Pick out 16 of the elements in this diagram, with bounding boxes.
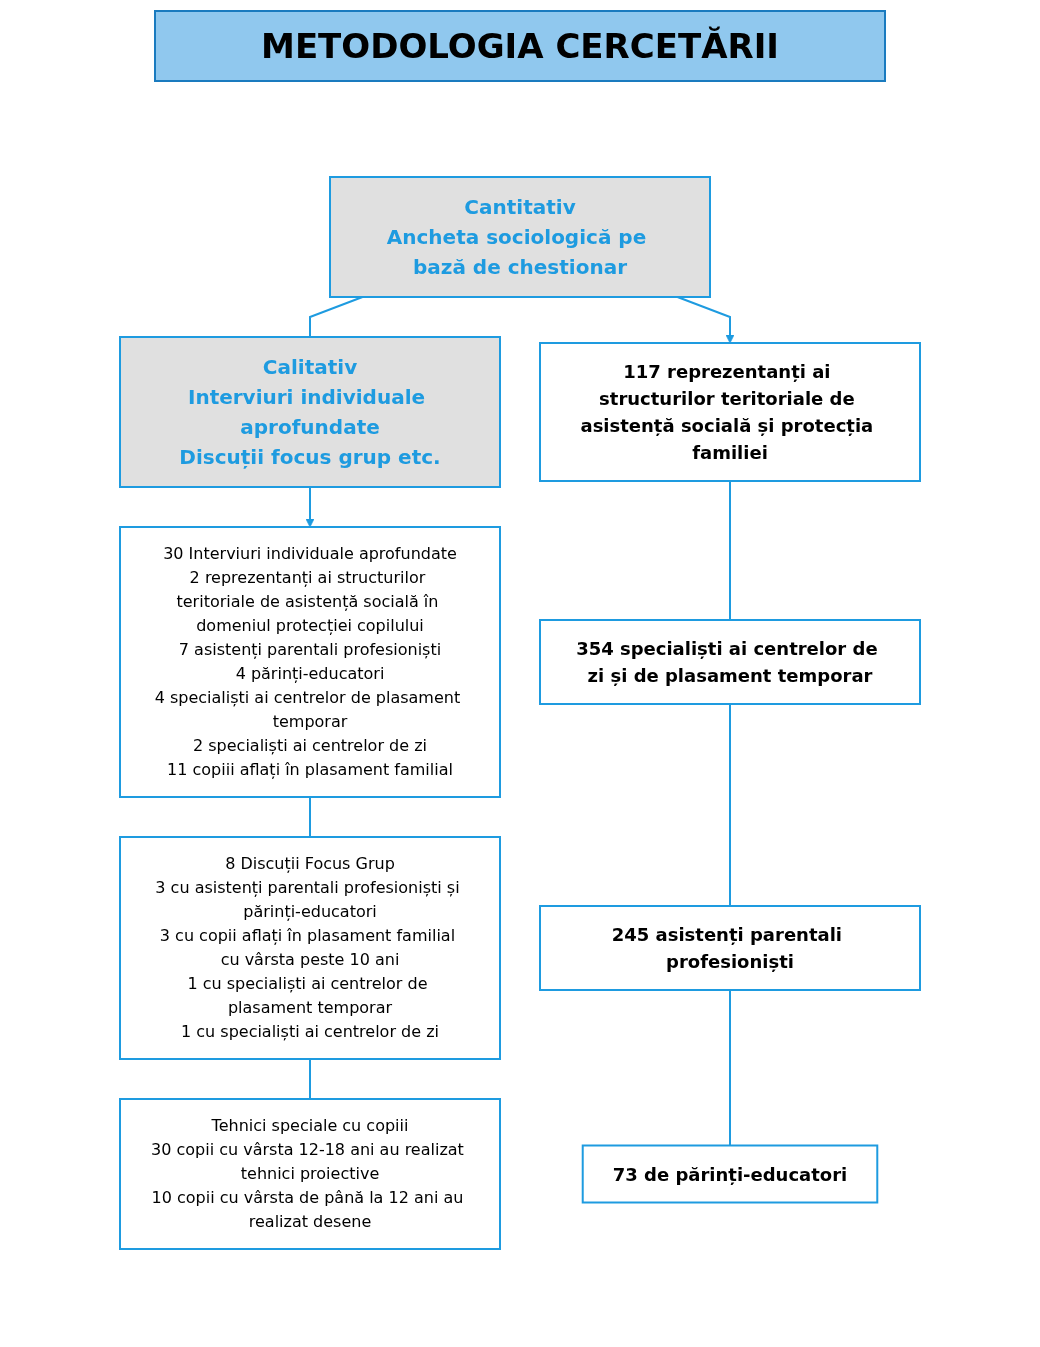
connector xyxy=(729,703,731,907)
node-box: Cantitativ Ancheta sociologică pe bază de chestionar xyxy=(329,176,711,298)
connector xyxy=(309,796,311,838)
node-box: 117 reprezentanți ai structurilor teritoriale de asistență socială și protecția familiei xyxy=(539,342,921,482)
node-box: 8 Discuții Focus Grup 3 cu asistenți parentali profesioniști și părinți-educatori 3 cu copii aflați în plasament familial cu vârsta peste 10 ani 1 cu specialiști ai centrelor de plasament temporar 1 cu specialiști ai centrelor de zi xyxy=(119,836,501,1060)
node-box: 354 specialiști ai centrelor de zi și de plasament temporar xyxy=(539,619,921,705)
connector xyxy=(729,989,731,1147)
node-box: Calitativ Interviuri individuale aprofundate Discuții focus grup etc. xyxy=(119,336,501,488)
node-box: 73 de părinți-educatori xyxy=(581,1144,879,1204)
arrow xyxy=(305,486,315,528)
node-box: Tehnici speciale cu copiii 30 copii cu vârsta 12-18 ani au realizat tehnici proiective 10 copii cu vârsta de până la 12 ani au realizat desene xyxy=(119,1098,501,1250)
diagram-title: METODOLOGIA CERCETĂRII xyxy=(154,10,886,82)
node-box: 30 Interviuri individuale aprofundate 2 reprezentanți ai structurilor teritoriale de asistență socială în domeniul protecției copilului 7 asistenți parentali profesioniști 4 părinți-educatori 4 specialiști ai centrelor de plasament temporar 2 specialiști ai centrelor de zi 11 copiii aflați în plasament familial xyxy=(119,526,501,798)
connector xyxy=(729,480,731,621)
connector xyxy=(309,1058,311,1100)
node-box: 245 asistenți parentali profesioniști xyxy=(539,905,921,991)
